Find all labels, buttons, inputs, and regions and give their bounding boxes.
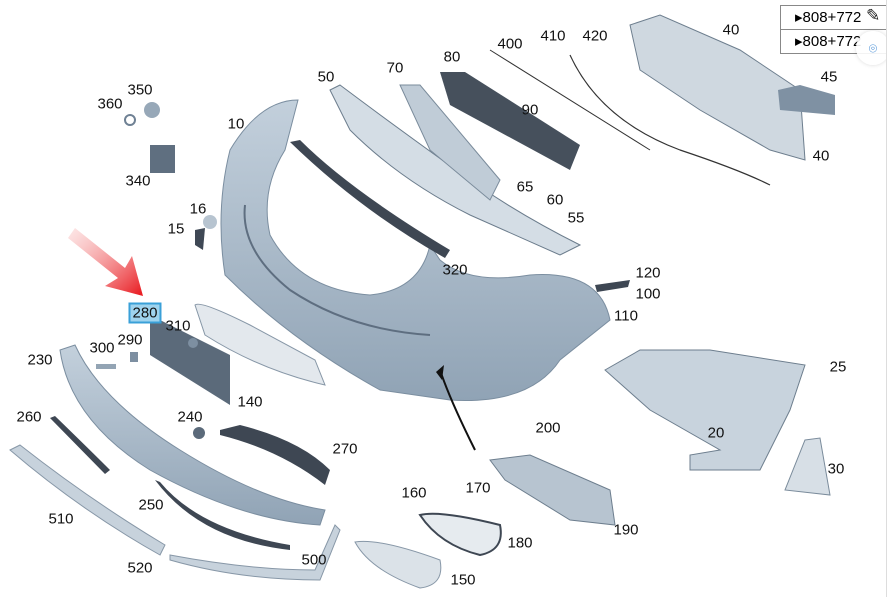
callout-label-360[interactable]: 360 xyxy=(97,95,123,113)
callout-label-260[interactable]: 260 xyxy=(16,408,42,426)
part-180 xyxy=(418,512,502,557)
part-320-strip xyxy=(290,140,450,258)
callout-label-280-highlighted[interactable]: 280 xyxy=(128,302,162,324)
part-280-plate xyxy=(150,320,230,405)
callout-label-45[interactable]: 45 xyxy=(820,68,838,86)
part-260 xyxy=(50,416,110,474)
callout-label-270[interactable]: 270 xyxy=(332,440,358,458)
callout-label-310[interactable]: 310 xyxy=(165,317,191,335)
part-250 xyxy=(155,480,290,550)
part-20-bracket xyxy=(604,349,806,471)
callout-label-25[interactable]: 25 xyxy=(829,358,847,376)
reference-text: 808+772 xyxy=(802,33,862,50)
part-190 xyxy=(489,454,616,526)
callout-label-420[interactable]: 420 xyxy=(582,27,608,45)
part-500 xyxy=(169,524,341,581)
reference-text: 808+772 xyxy=(802,9,862,26)
callout-label-40[interactable]: 40 xyxy=(812,147,830,165)
callout-label-50[interactable]: 50 xyxy=(317,68,335,86)
callout-label-90[interactable]: 90 xyxy=(521,101,539,119)
red-arrow-icon xyxy=(68,228,143,296)
callout-label-140[interactable]: 140 xyxy=(237,393,263,411)
side-panel-edge xyxy=(886,0,894,597)
callout-label-250[interactable]: 250 xyxy=(138,496,164,514)
callout-label-16[interactable]: 16 xyxy=(189,200,207,218)
callout-label-240[interactable]: 240 xyxy=(177,408,203,426)
callout-label-200[interactable]: 200 xyxy=(535,419,561,437)
callout-label-340[interactable]: 340 xyxy=(125,172,151,190)
part-140-grille xyxy=(194,303,326,386)
part-340 xyxy=(150,145,175,173)
callout-label-20[interactable]: 20 xyxy=(707,424,725,442)
callout-label-180[interactable]: 180 xyxy=(507,534,533,552)
callout-label-320[interactable]: 320 xyxy=(442,261,468,279)
part-350 xyxy=(144,102,160,118)
callout-label-350[interactable]: 350 xyxy=(127,81,153,99)
callout-label-400[interactable]: 400 xyxy=(497,35,523,53)
callout-label-65[interactable]: 65 xyxy=(516,178,534,196)
callout-label-120[interactable]: 120 xyxy=(635,264,661,282)
callout-label-70[interactable]: 70 xyxy=(386,59,404,77)
callout-label-15[interactable]: 15 xyxy=(167,220,185,238)
callout-label-410[interactable]: 410 xyxy=(540,27,566,45)
lens-search-icon[interactable]: ⌾ xyxy=(856,31,890,65)
callout-label-170[interactable]: 170 xyxy=(465,479,491,497)
callout-label-150[interactable]: 150 xyxy=(450,571,476,589)
part-310 xyxy=(188,338,198,348)
callout-label-60[interactable]: 60 xyxy=(546,191,564,209)
callout-label-100[interactable]: 100 xyxy=(635,285,661,303)
callout-label-190[interactable]: 190 xyxy=(613,521,639,539)
reference-row[interactable]: ▸808+772 xyxy=(795,33,862,50)
part-510 xyxy=(9,444,166,556)
callout-label-230[interactable]: 230 xyxy=(27,351,53,369)
callout-label-510[interactable]: 510 xyxy=(48,510,74,528)
part-30 xyxy=(784,437,831,496)
part-240 xyxy=(193,427,205,439)
part-100 xyxy=(595,280,630,292)
callout-label-40[interactable]: 40 xyxy=(722,21,740,39)
callout-label-520[interactable]: 520 xyxy=(127,559,153,577)
callout-label-290[interactable]: 290 xyxy=(117,331,143,349)
part-40-absorber xyxy=(629,14,806,161)
edit-icon[interactable]: ✎ xyxy=(866,6,881,25)
callout-label-160[interactable]: 160 xyxy=(401,484,427,502)
callout-label-300[interactable]: 300 xyxy=(89,339,115,357)
callout-label-10[interactable]: 10 xyxy=(227,115,245,133)
part-45 xyxy=(778,85,835,115)
part-16 xyxy=(203,215,217,229)
part-290 xyxy=(130,352,138,362)
callout-label-30[interactable]: 30 xyxy=(827,460,845,478)
part-230 xyxy=(59,344,326,526)
callout-label-55[interactable]: 55 xyxy=(567,209,585,227)
part-360 xyxy=(124,114,136,126)
part-270 xyxy=(220,425,330,485)
part-15 xyxy=(195,228,205,250)
part-300 xyxy=(96,364,116,369)
part-80 xyxy=(440,72,580,170)
part-10-bumper xyxy=(220,99,611,401)
part-70 xyxy=(399,84,501,201)
callout-label-500[interactable]: 500 xyxy=(301,551,327,569)
callout-label-110[interactable]: 110 xyxy=(614,307,638,325)
callout-label-80[interactable]: 80 xyxy=(443,48,461,66)
reference-row[interactable]: ▸808+772 xyxy=(781,6,886,30)
part-150 xyxy=(354,540,442,589)
